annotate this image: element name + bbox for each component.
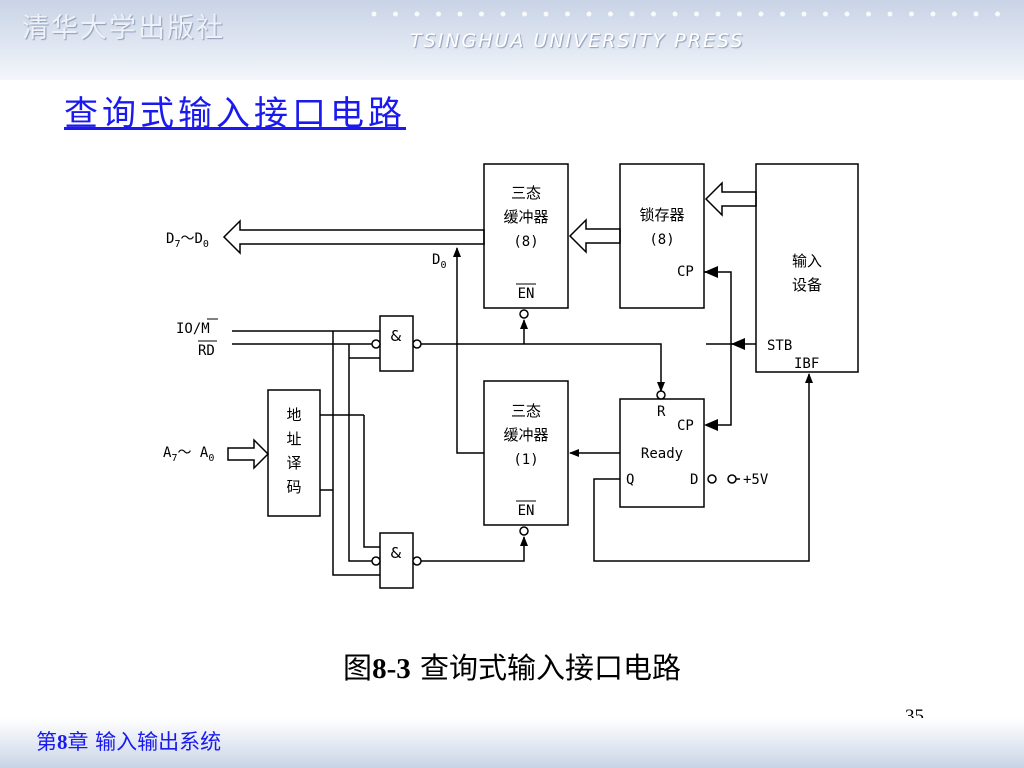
slide-footer-band (0, 718, 1024, 768)
header-dot (887, 11, 893, 17)
header-dot (414, 11, 420, 17)
header-dot (823, 11, 828, 17)
header-dot (758, 11, 764, 17)
buffer1-label-1: 三态 (511, 402, 541, 420)
header-dot (780, 11, 785, 17)
header-dot (973, 11, 979, 17)
decoder-char-3: 译 (286, 454, 301, 472)
d0-label: D0 (432, 252, 446, 271)
and-gate-top-label: & (390, 327, 402, 345)
header-dot (457, 11, 463, 17)
header-dot (608, 11, 613, 17)
vcc-label: +5V (743, 472, 769, 488)
header-dot (500, 11, 506, 17)
input-device-box (755, 163, 859, 373)
header-dot (844, 11, 850, 17)
publisher-name-cn: 清华大学出版社 (22, 13, 225, 44)
latch-label-2: (8) (649, 232, 674, 248)
figure-caption: 图8-3 查询式输入接口电路 (343, 651, 681, 685)
slide-header-band: 清华大学出版社 TSINGHUA UNIVERSITY PRESS (0, 0, 1024, 80)
ready-label: Ready (641, 446, 683, 462)
io-m-label: IO/M (176, 321, 210, 337)
header-dots (371, 11, 1000, 17)
decoder-char-1: 地 (286, 406, 301, 424)
header-dot (909, 11, 914, 17)
latch-cp-label: CP (677, 264, 694, 280)
header-dot (522, 11, 527, 17)
header-dot (672, 11, 678, 17)
and-gate-bottom-label: & (390, 544, 402, 562)
buffer8-label-2: 缓冲器 (503, 208, 548, 226)
header-dot (694, 11, 699, 17)
header-dot (930, 11, 936, 17)
publisher-name-en: TSINGHUA UNIVERSITY PRESS (410, 30, 745, 52)
data-bus-arrow (222, 219, 485, 255)
header-dot (371, 11, 377, 17)
latch-to-buffer-bus-arrow (568, 218, 621, 254)
ready-r-label: R (657, 404, 666, 420)
header-dot (866, 11, 871, 17)
buffer1-label-2: 缓冲器 (503, 426, 548, 444)
header-dot (629, 11, 635, 17)
latch-label-1: 锁存器 (639, 206, 684, 224)
address-bus-arrow (227, 438, 270, 470)
buffer8-label-1: 三态 (511, 184, 541, 202)
rd-label: RD (198, 343, 215, 359)
header-dot (543, 11, 549, 17)
chapter-label: 第8章 输入输出系统 (36, 730, 222, 754)
header-dot (737, 11, 742, 17)
input-to-latch-bus-arrow (704, 181, 757, 217)
ready-q-label: Q (626, 472, 634, 488)
decoder-char-4: 码 (286, 478, 301, 496)
slide-title: 查询式输入接口电路 (64, 94, 406, 134)
header-dot (393, 11, 398, 17)
header-dot (952, 11, 957, 17)
buffer8-label-3: (8) (513, 234, 538, 250)
header-dot (586, 11, 592, 17)
header-dot (651, 11, 656, 17)
ready-d-label: D (690, 472, 698, 488)
input-device-label-2: 设备 (792, 276, 822, 294)
decoder-char-2: 址 (286, 430, 301, 448)
data-bus-label: D7～D0 (166, 231, 209, 250)
header-dot (801, 11, 807, 17)
ibf-label: IBF (794, 356, 819, 372)
stb-label: STB (767, 338, 792, 354)
header-dot (715, 11, 721, 17)
buffer1-label-3: (1) (513, 452, 538, 468)
header-dot (479, 11, 484, 17)
address-bus-label: A7～ A0 (163, 445, 214, 464)
header-dot (565, 11, 570, 17)
input-device-label-1: 输入 (792, 252, 822, 270)
buffer1-enable-label: EN (518, 503, 535, 519)
header-dot (995, 11, 1000, 17)
buffer8-enable-label: EN (518, 286, 535, 302)
header-dot (436, 11, 441, 17)
ready-cp-label: CP (677, 418, 694, 434)
